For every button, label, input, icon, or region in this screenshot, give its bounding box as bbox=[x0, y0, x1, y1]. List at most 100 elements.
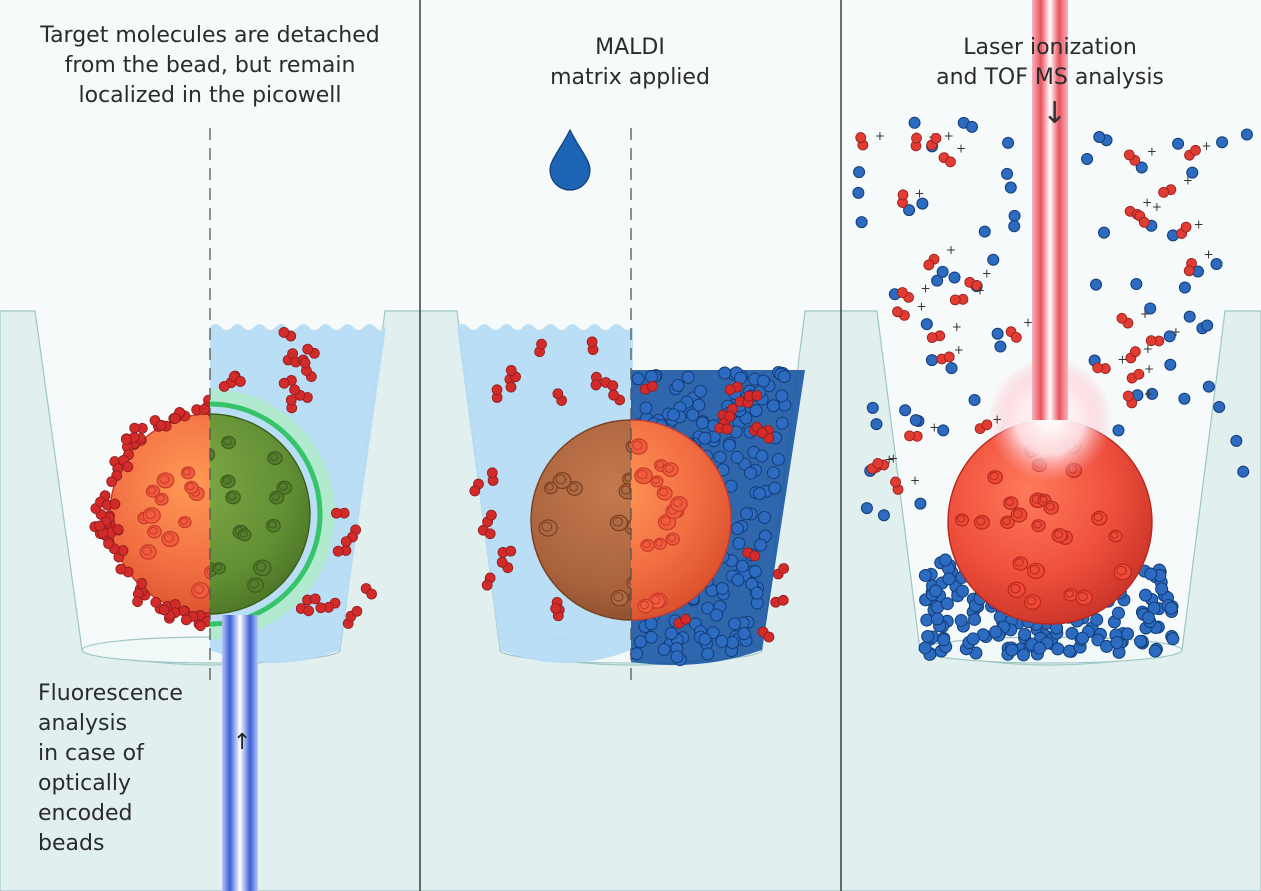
fluorescence-note: Fluorescence analysis in case of optical… bbox=[38, 679, 218, 859]
panel-detach bbox=[89, 128, 386, 891]
bead-pit-rim bbox=[255, 561, 267, 572]
ion-charge: + bbox=[929, 420, 939, 434]
analyte-molecule bbox=[770, 594, 789, 608]
bead-pit-rim bbox=[180, 517, 188, 525]
bead-pit-rim bbox=[636, 469, 648, 480]
ion-charge: + bbox=[1143, 342, 1153, 356]
matrix-particle bbox=[698, 431, 712, 445]
matrix-particle bbox=[701, 647, 715, 661]
atom bbox=[285, 394, 297, 406]
ion-charge: + bbox=[1117, 353, 1127, 367]
analyte-molecule bbox=[534, 338, 547, 358]
matrix-ion bbox=[1186, 166, 1199, 179]
bead-pit-rim bbox=[1005, 498, 1015, 507]
laser-arrow-icon: ↓ bbox=[1042, 96, 1068, 131]
atom bbox=[302, 343, 314, 355]
matrix-particle bbox=[692, 398, 706, 412]
matrix-particle bbox=[631, 372, 645, 386]
atom bbox=[763, 631, 775, 643]
bead-pit bbox=[1113, 563, 1133, 581]
bead-pit-rim bbox=[1065, 590, 1074, 598]
analyte-molecule bbox=[734, 396, 754, 408]
matrix-particle bbox=[920, 613, 934, 627]
analyte-molecule bbox=[289, 384, 313, 403]
analyte-molecule bbox=[897, 287, 914, 303]
analyte-molecule bbox=[724, 403, 738, 422]
bead-pit bbox=[253, 559, 272, 577]
bead-pit bbox=[1010, 507, 1028, 523]
bead-pit-rim bbox=[624, 474, 631, 482]
analyte-molecule bbox=[926, 330, 946, 344]
analyte-molecule bbox=[106, 470, 123, 488]
analyte-molecule bbox=[469, 478, 484, 497]
atom bbox=[289, 384, 300, 396]
matrix-particle bbox=[645, 370, 659, 384]
bead-pit-rim bbox=[249, 579, 260, 589]
matrix-ion bbox=[903, 204, 916, 217]
atom bbox=[158, 604, 170, 616]
bead-pit-rim bbox=[658, 487, 669, 497]
atom bbox=[218, 381, 230, 392]
ion-charge: + bbox=[884, 453, 894, 467]
matrix-particle bbox=[681, 370, 695, 384]
matrix-particle bbox=[726, 635, 740, 649]
atom bbox=[486, 467, 498, 479]
caption-laser: Laser ionization and TOF MS analysis bbox=[860, 33, 1240, 93]
matrix-particle bbox=[710, 608, 724, 622]
analyte-molecule bbox=[910, 132, 922, 152]
bead-pit bbox=[566, 480, 583, 496]
bead-pit bbox=[147, 525, 162, 539]
bead-pit-rim bbox=[655, 539, 664, 547]
bead-pit-rim bbox=[182, 468, 192, 476]
bead-pit bbox=[1003, 496, 1019, 510]
bead-pit bbox=[656, 485, 673, 501]
ion-charge: + bbox=[975, 283, 985, 297]
analyte-molecule bbox=[550, 603, 564, 622]
bead-pit-rim bbox=[156, 494, 165, 503]
analyte-molecule bbox=[1134, 210, 1150, 228]
atom bbox=[150, 596, 162, 608]
matrix-ion bbox=[1230, 434, 1243, 447]
bead-pit-rim bbox=[269, 452, 279, 462]
ion-charge: + bbox=[916, 299, 926, 313]
matrix-particle bbox=[1076, 631, 1090, 645]
analyte-molecule bbox=[1184, 144, 1201, 161]
matrix-particle bbox=[644, 630, 658, 644]
bead-pit-rim bbox=[1002, 517, 1011, 526]
matrix-particle bbox=[756, 374, 770, 388]
matrix-particle bbox=[1110, 636, 1124, 650]
ion-charge: + bbox=[1023, 316, 1033, 330]
matrix-particle bbox=[918, 568, 932, 582]
matrix-particle bbox=[989, 625, 1003, 639]
matrix-particle bbox=[771, 452, 785, 466]
matrix-ion bbox=[1178, 392, 1191, 405]
bead-pit-rim bbox=[227, 492, 237, 501]
matrix-particle bbox=[739, 507, 753, 521]
matrix-particle bbox=[698, 632, 712, 646]
caption-line: matrix applied bbox=[550, 65, 710, 90]
matrix-ion bbox=[1172, 137, 1185, 150]
caption-matrix: MALDI matrix applied bbox=[440, 33, 820, 93]
bead-pit-rim bbox=[672, 498, 683, 508]
caption-line: localized in the picowell bbox=[78, 83, 342, 108]
ion-charge: + bbox=[1183, 174, 1193, 188]
note-line: beads bbox=[38, 831, 105, 856]
fluorescence-glow bbox=[210, 389, 335, 639]
matrix-ion bbox=[994, 340, 1007, 353]
bead bbox=[530, 419, 631, 621]
bead-pit-rim bbox=[541, 521, 553, 532]
atom bbox=[120, 434, 132, 445]
analyte-molecule bbox=[129, 422, 148, 434]
analyte-molecule bbox=[486, 467, 499, 486]
atom bbox=[331, 507, 342, 519]
ion-charge: + bbox=[1144, 387, 1154, 401]
matrix-particle bbox=[737, 627, 751, 641]
matrix-ion bbox=[1213, 401, 1226, 414]
panel-dividers bbox=[419, 0, 842, 891]
atom bbox=[505, 381, 517, 393]
atom bbox=[552, 388, 564, 400]
matrix-particle bbox=[1091, 633, 1105, 647]
bead-pit bbox=[954, 513, 970, 527]
caption-detach: Target molecules are detached from the b… bbox=[20, 21, 400, 111]
